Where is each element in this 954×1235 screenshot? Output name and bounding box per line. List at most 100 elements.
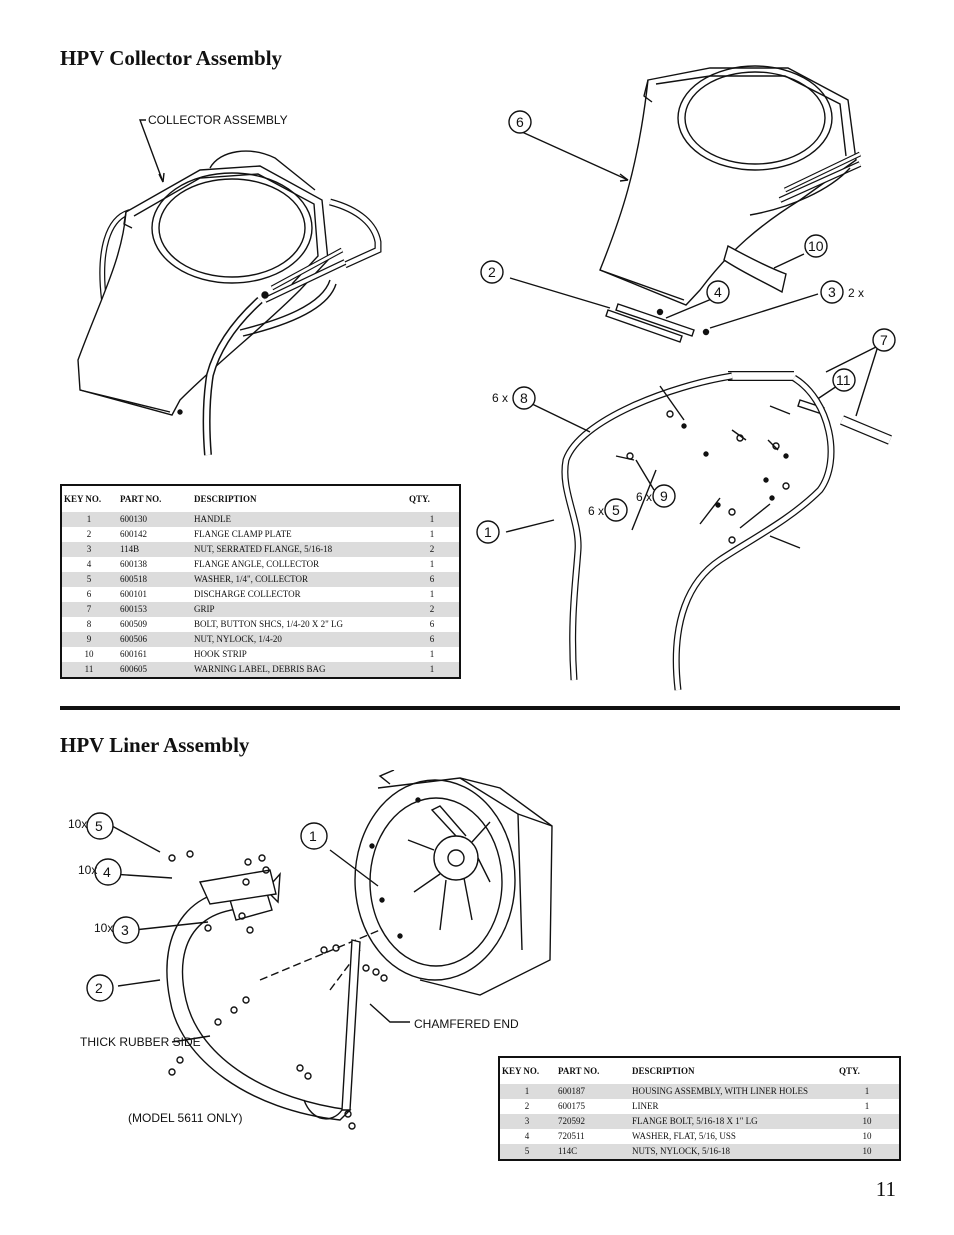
table-header-row: KEY NO. PART NO. DESCRIPTION QTY. [499, 1057, 900, 1084]
col-description: DESCRIPTION [192, 485, 407, 512]
callout-1: 1 [484, 524, 492, 540]
cell-description: WASHER, FLAT, 5/16, USS [630, 1129, 837, 1144]
callout-9: 9 [660, 488, 668, 504]
section-divider [60, 706, 900, 710]
cell-key-no: 4 [499, 1129, 556, 1144]
callout-6: 6 [516, 114, 524, 130]
cell-qty: 2 [407, 602, 460, 617]
cell-description: DISCHARGE COLLECTOR [192, 587, 407, 602]
cell-key-no: 2 [61, 527, 118, 542]
col-key-no: KEY NO. [61, 485, 118, 512]
callout-2: 2 [488, 264, 496, 280]
liner-section-title: HPV Liner Assembly [60, 733, 250, 757]
cell-qty: 10 [837, 1129, 900, 1144]
callout-4: 4 [714, 284, 722, 300]
cell-description: WASHER, 1/4", COLLECTOR [192, 572, 407, 587]
multiplier-2x: 2 x [848, 286, 864, 300]
cell-part-no: 600101 [118, 587, 192, 602]
cell-description: NUTS, NYLOCK, 5/16-18 [630, 1144, 837, 1160]
multiplier-6x-9: 6 x [636, 490, 652, 504]
cell-key-no: 1 [499, 1084, 556, 1099]
chamfered-end-label: CHAMFERED END [414, 1017, 519, 1031]
cell-key-no: 4 [61, 557, 118, 572]
cell-description: BOLT, BUTTON SHCS, 1/4-20 X 2" LG [192, 617, 407, 632]
cell-description: HOUSING ASSEMBLY, WITH LINER HOLES [630, 1084, 837, 1099]
col-description: DESCRIPTION [630, 1057, 837, 1084]
cell-part-no: 720592 [556, 1114, 630, 1129]
collector-callout-label: COLLECTOR ASSEMBLY [148, 113, 288, 127]
cell-key-no: 7 [61, 602, 118, 617]
cell-part-no: 600175 [556, 1099, 630, 1114]
cell-description: LINER [630, 1099, 837, 1114]
cell-key-no: 2 [499, 1099, 556, 1114]
cell-key-no: 6 [61, 587, 118, 602]
col-part-no: PART NO. [556, 1057, 630, 1084]
cell-qty: 1 [407, 512, 460, 527]
cell-key-no: 9 [61, 632, 118, 647]
cell-qty: 1 [407, 527, 460, 542]
cell-qty: 2 [407, 542, 460, 557]
cell-qty: 6 [407, 632, 460, 647]
collector-section-title: HPV Collector Assembly [60, 46, 283, 70]
thick-rubber-side-label: THICK RUBBER SIDE [80, 1035, 201, 1049]
cell-key-no: 3 [499, 1114, 556, 1129]
cell-qty: 1 [407, 587, 460, 602]
model-note-label: (MODEL 5611 ONLY) [128, 1111, 242, 1125]
cell-description: HANDLE [192, 512, 407, 527]
cell-qty: 1 [837, 1099, 900, 1114]
cell-part-no: 600161 [118, 647, 192, 662]
collector-assembly-drawing: COLLECTOR ASSEMBLY [60, 113, 390, 470]
cell-qty: 10 [837, 1144, 900, 1160]
cell-key-no: 3 [61, 542, 118, 557]
page-number: 11 [875, 1177, 896, 1201]
cell-qty: 1 [407, 647, 460, 662]
cell-part-no: 600130 [118, 512, 192, 527]
collector-exploded-drawing: 6 2 4 3 2 x 10 7 11 8 6 x 9 6 x 5 6 x 1 [470, 60, 910, 700]
cell-key-no: 5 [499, 1144, 556, 1160]
cell-description: HOOK STRIP [192, 647, 407, 662]
cell-part-no: 114B [118, 542, 192, 557]
liner-callout-1: 1 [309, 828, 317, 844]
col-part-no: PART NO. [118, 485, 192, 512]
liner-callout-4: 4 [103, 864, 111, 880]
cell-part-no: 600138 [118, 557, 192, 572]
cell-part-no: 600153 [118, 602, 192, 617]
callout-10: 10 [808, 238, 824, 254]
col-qty: QTY. [407, 485, 460, 512]
cell-qty: 6 [407, 572, 460, 587]
cell-description: FLANGE ANGLE, COLLECTOR [192, 557, 407, 572]
multiplier-6x-5: 6 x [588, 504, 604, 518]
col-key-no: KEY NO. [499, 1057, 556, 1084]
cell-qty: 6 [407, 617, 460, 632]
cell-key-no: 10 [61, 647, 118, 662]
callout-5: 5 [612, 502, 620, 518]
liner-callout-5: 5 [95, 818, 103, 834]
cell-description: NUT, NYLOCK, 1/4-20 [192, 632, 407, 647]
cell-description: NUT, SERRATED FLANGE, 5/16-18 [192, 542, 407, 557]
cell-key-no: 11 [61, 662, 118, 678]
callout-3: 3 [828, 284, 836, 300]
cell-part-no: 600187 [556, 1084, 630, 1099]
cell-key-no: 1 [61, 512, 118, 527]
cell-part-no: 600506 [118, 632, 192, 647]
cell-description: WARNING LABEL, DEBRIS BAG [192, 662, 407, 678]
cell-part-no: 600142 [118, 527, 192, 542]
liner-multiplier-5: 10x [68, 817, 87, 831]
liner-assembly-drawing: 10x 5 10x 4 10x 3 2 1 CHAMFERED END THIC… [68, 770, 560, 1150]
